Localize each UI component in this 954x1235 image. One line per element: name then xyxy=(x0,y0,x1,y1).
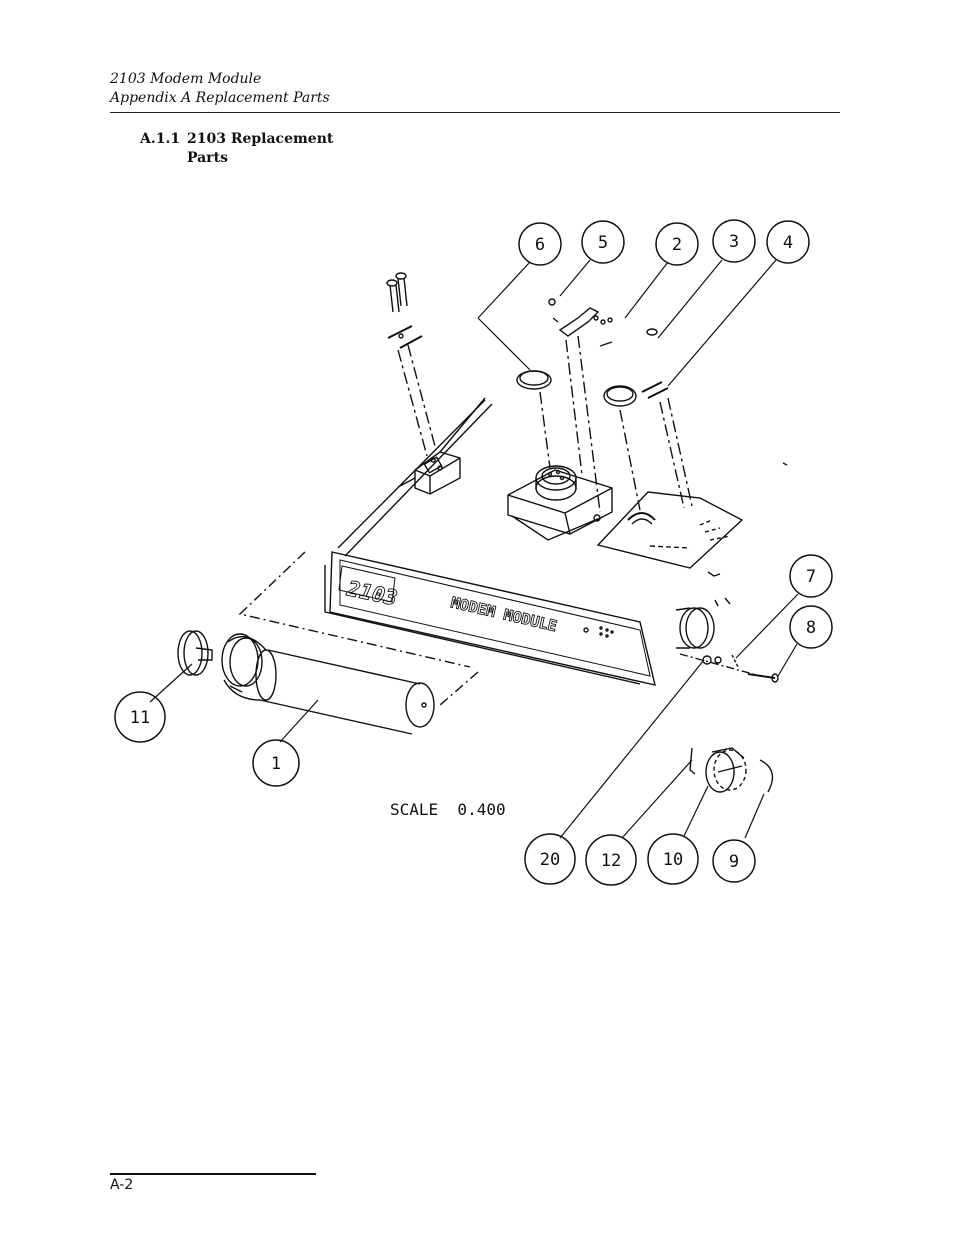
ground-clip xyxy=(548,298,613,337)
callout-circle-10 xyxy=(647,833,699,885)
callout-circle-2 xyxy=(655,222,699,266)
callout-circle-4 xyxy=(766,220,810,264)
cable-connector-block xyxy=(399,397,486,495)
callout-3: 3 xyxy=(729,232,739,252)
page-number: A-2 xyxy=(110,1177,134,1193)
footer-rule xyxy=(110,1173,316,1175)
callout-4: 4 xyxy=(783,233,793,253)
enclosure-model-label: 2103 xyxy=(344,576,399,610)
callout-circle-6 xyxy=(518,222,562,266)
modem-enclosure xyxy=(238,399,656,706)
right-plate-assembly xyxy=(596,328,788,569)
callout-circle-5 xyxy=(581,220,625,264)
side-connector xyxy=(675,571,779,683)
callout-2: 2 xyxy=(672,235,682,255)
callout-circle-11 xyxy=(114,691,166,743)
callout-5: 5 xyxy=(598,233,608,253)
cylinder-body xyxy=(221,633,435,735)
header-rule xyxy=(110,112,840,113)
leader-lines xyxy=(149,259,799,839)
bottom-small-parts xyxy=(689,747,774,793)
section-number: A.1.1 xyxy=(140,131,181,147)
callout-6: 6 xyxy=(535,235,545,255)
callout-9: 9 xyxy=(729,852,739,872)
callout-circle-3 xyxy=(712,219,756,263)
callout-7: 7 xyxy=(806,567,816,587)
callout-20: 20 xyxy=(540,850,560,870)
callout-8: 8 xyxy=(806,618,816,638)
section-title-line1: 2103 Replacement xyxy=(187,131,334,147)
callout-circle-9 xyxy=(712,839,756,883)
section-title-line2: Parts xyxy=(187,150,228,166)
running-header-title: 2103 Modem Module xyxy=(110,71,262,87)
scale-label: SCALE 0.400 xyxy=(390,800,506,819)
end-cap xyxy=(177,630,213,676)
callout-circle-1 xyxy=(252,739,300,787)
running-header-subtitle: Appendix A Replacement Parts xyxy=(110,90,330,106)
callout-circle-20 xyxy=(524,833,576,885)
screws-pair xyxy=(386,272,437,457)
callout-circle-8 xyxy=(789,605,833,649)
callout-12: 12 xyxy=(601,851,621,871)
round-connector-assembly xyxy=(507,335,613,541)
callout-circles xyxy=(114,219,833,886)
callout-circle-12 xyxy=(585,834,637,886)
callout-circle-7 xyxy=(789,554,833,598)
callout-labels: 6 5 2 3 4 7 8 11 1 20 12 10 9 xyxy=(130,232,816,872)
callout-11: 11 xyxy=(130,708,150,728)
callout-1: 1 xyxy=(271,754,281,774)
callout-10: 10 xyxy=(663,850,683,870)
